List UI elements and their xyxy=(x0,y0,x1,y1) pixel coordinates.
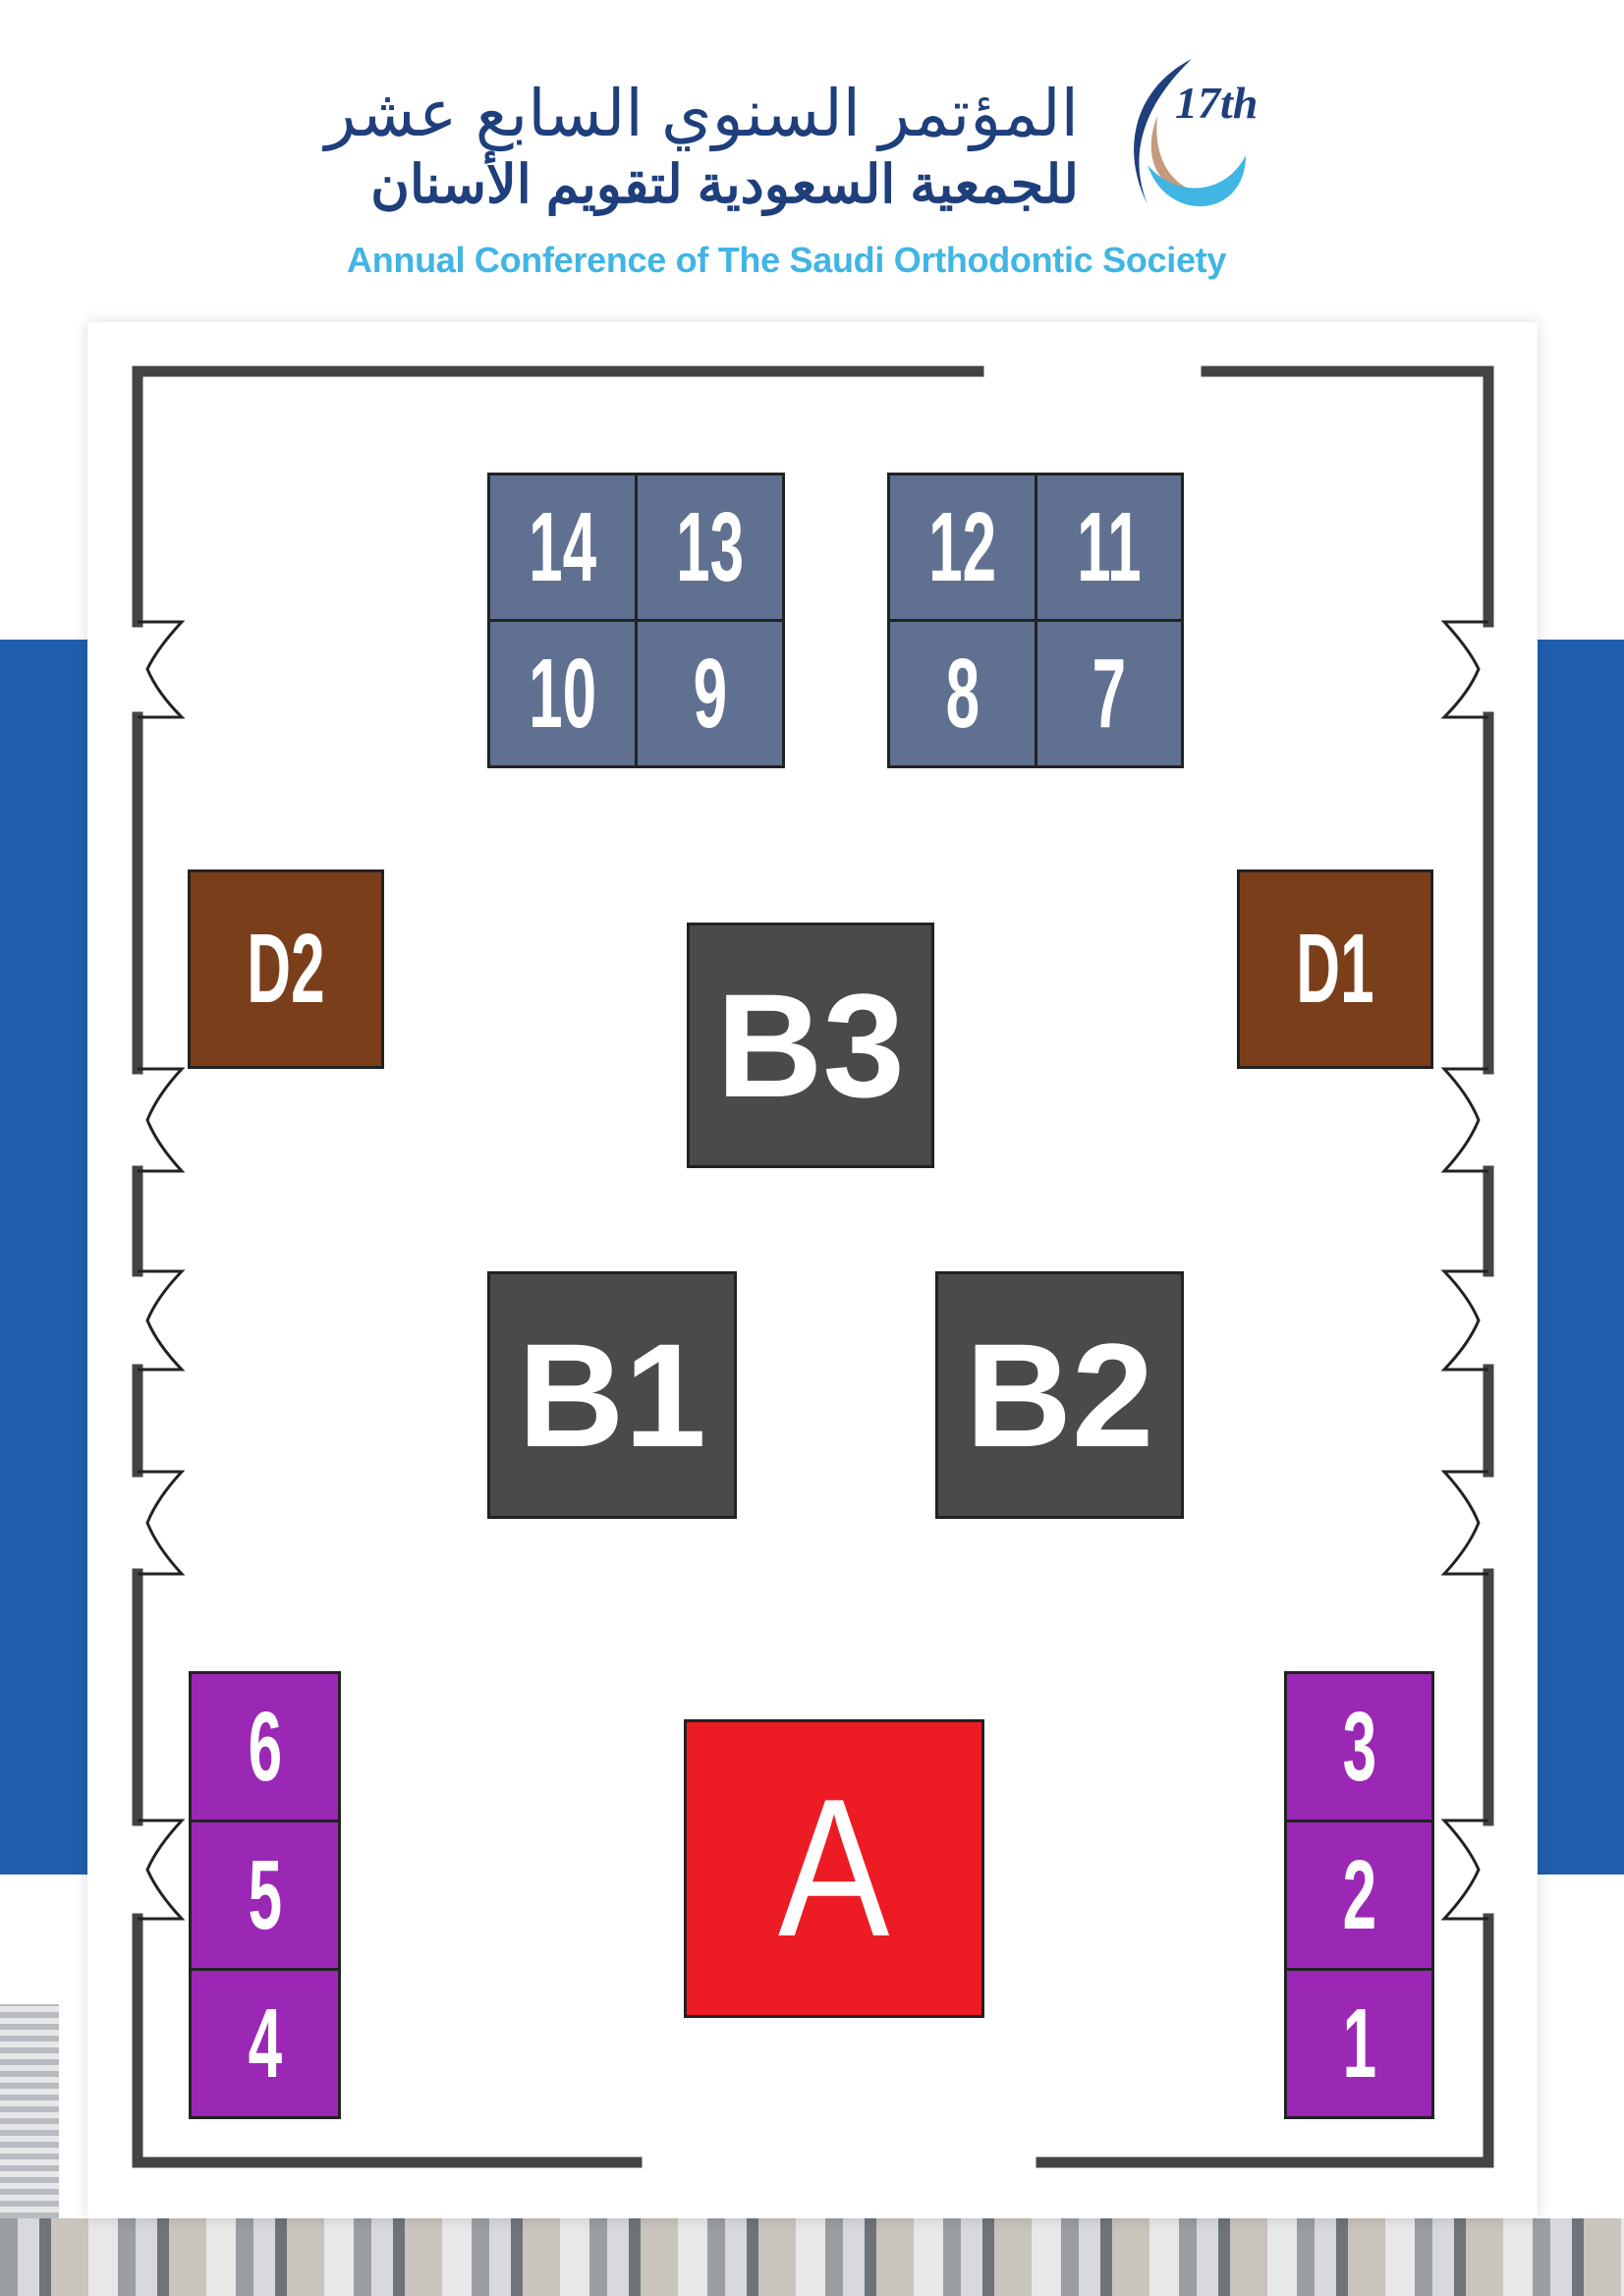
booth-2[interactable]: 2 xyxy=(1284,1820,1434,1971)
booth-label: A xyxy=(778,1759,890,1978)
booth-label: B1 xyxy=(518,1312,706,1478)
booth-label: 2 xyxy=(1342,1839,1376,1950)
booth-label: 7 xyxy=(1092,638,1127,749)
booth-7[interactable]: 7 xyxy=(1035,619,1184,768)
booth-11[interactable]: 11 xyxy=(1035,473,1184,622)
arabic-title-line1: المؤتمر السنوي السابع عشر xyxy=(324,77,1079,149)
booth-label: 3 xyxy=(1342,1691,1376,1802)
background-band-right xyxy=(1538,640,1624,1875)
booth-label: B3 xyxy=(716,962,905,1128)
booth-3[interactable]: 3 xyxy=(1284,1671,1434,1822)
booth-b3[interactable]: B3 xyxy=(687,923,934,1168)
booth-label: 8 xyxy=(945,638,980,749)
booth-10[interactable]: 10 xyxy=(487,619,638,768)
booth-label: D2 xyxy=(247,914,325,1024)
booth-13[interactable]: 13 xyxy=(635,473,785,622)
booth-label: B2 xyxy=(965,1312,1154,1478)
booth-9[interactable]: 9 xyxy=(635,619,785,768)
booth-8[interactable]: 8 xyxy=(887,619,1037,768)
booth-12[interactable]: 12 xyxy=(887,473,1037,622)
booth-14[interactable]: 14 xyxy=(487,473,638,622)
building-image-left xyxy=(0,2004,59,2218)
booth-label: D1 xyxy=(1296,914,1374,1024)
door-icons xyxy=(138,620,1488,1921)
background-band-left xyxy=(0,640,87,1875)
booth-a[interactable]: A xyxy=(684,1719,984,2018)
booth-label: 13 xyxy=(676,491,744,602)
booth-label: 1 xyxy=(1342,1988,1376,2099)
arabic-title-line2: للجمعية السعودية لتقويم الأسنان xyxy=(370,155,1079,214)
booth-1[interactable]: 1 xyxy=(1284,1968,1434,2119)
crescent-logo-icon: 17th xyxy=(1134,59,1258,207)
booth-label: 14 xyxy=(529,491,596,602)
booth-label: 6 xyxy=(248,1691,282,1802)
english-title: Annual Conference of The Saudi Orthodont… xyxy=(347,240,1227,280)
conference-logo: 17th xyxy=(1098,57,1285,224)
city-skyline-image xyxy=(0,2218,1624,2296)
booth-label: 5 xyxy=(248,1839,282,1950)
booth-label: 12 xyxy=(928,491,996,602)
booth-d2[interactable]: D2 xyxy=(188,869,384,1069)
booth-label: 10 xyxy=(529,638,596,749)
booth-label: 11 xyxy=(1077,491,1142,602)
booth-d1[interactable]: D1 xyxy=(1237,869,1433,1069)
logo-badge-text: 17th xyxy=(1175,78,1258,128)
booth-b2[interactable]: B2 xyxy=(935,1271,1184,1519)
booth-b1[interactable]: B1 xyxy=(487,1271,737,1519)
booth-6[interactable]: 6 xyxy=(189,1671,341,1822)
booth-5[interactable]: 5 xyxy=(189,1820,341,1971)
booth-4[interactable]: 4 xyxy=(189,1968,341,2119)
booth-label: 9 xyxy=(693,638,727,749)
booth-label: 4 xyxy=(248,1988,282,2099)
